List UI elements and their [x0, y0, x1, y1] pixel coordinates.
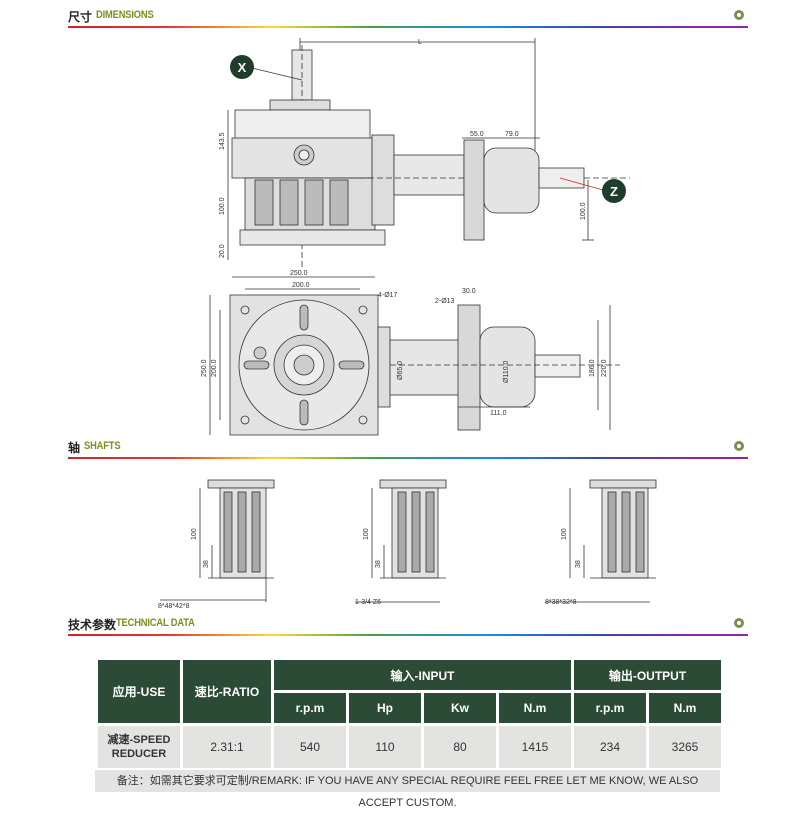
callout-z-label: Z	[610, 184, 618, 199]
dim-100-left: 100.0	[219, 197, 226, 215]
shaft-2-spline: 1-3/4 Z6	[355, 599, 381, 606]
dim-30: 30.0	[462, 288, 476, 295]
dim-55: 55.0	[470, 131, 484, 138]
sub-rpm-in: r.p.m	[274, 693, 346, 723]
section-header-dimensions: 尺寸 DIMENSIONS	[68, 6, 748, 28]
cell-kw: 80	[424, 726, 496, 768]
dim-20: 20.0	[219, 244, 226, 258]
dim-250-side: 250.0	[201, 359, 208, 377]
section-title-cn: 技术参数	[68, 618, 117, 632]
dim-65: Ø65.0	[397, 361, 404, 380]
sub-nm-in: N.m	[499, 693, 571, 723]
section-title-en: SHAFTS	[84, 440, 121, 452]
callout-z-badge	[602, 179, 626, 203]
shaft-drawings: 100 38 8*48*42*8 100 38 1-3/4 Z6 100 38 …	[158, 479, 657, 610]
header-ratio: 速比-RATIO	[183, 660, 271, 723]
gearbox-elevation-drawing: L 55.0 79.0 143.5 100.0 20.0 100.0 X Z	[219, 38, 630, 270]
shaft-3-spline: 8*38*32*8	[545, 599, 577, 606]
header-output: 输出-OUTPUT	[574, 660, 721, 690]
dim-186: 186.0	[589, 359, 596, 377]
section-header-technical-data: 技术参数 TECHNICAL DATA	[68, 614, 748, 636]
dim-79: 79.0	[505, 131, 519, 138]
shaft-1-sub: 38	[203, 560, 210, 568]
table-row: 减速-SPEED REDUCER 2.31:1 540 110 80 1415 …	[98, 726, 721, 768]
shaft-3-length: 100	[561, 528, 568, 540]
callout-x-label: X	[238, 60, 247, 75]
shaft-2-length: 100	[363, 528, 370, 540]
bullet-icon	[734, 618, 744, 628]
dim-220: 220.0	[601, 359, 608, 377]
sub-rpm-out: r.p.m	[574, 693, 646, 723]
dim-100-right: 100.0	[580, 202, 587, 220]
cell-use: 减速-SPEED REDUCER	[98, 726, 180, 768]
dim-hole: 4-Ø17	[378, 292, 398, 299]
shaft-2-sub: 38	[375, 560, 382, 568]
dim-110: Ø110.0	[503, 360, 510, 383]
cell-hp: 110	[349, 726, 421, 768]
sub-hp: Hp	[349, 693, 421, 723]
sub-nm-out: N.m	[649, 693, 721, 723]
rainbow-divider	[68, 26, 748, 28]
rainbow-divider	[68, 457, 748, 459]
header-use: 应用-USE	[98, 660, 180, 723]
bullet-icon	[734, 441, 744, 451]
dim-L: L	[418, 39, 422, 46]
section-title-en: DIMENSIONS	[96, 9, 154, 21]
cell-nm-in: 1415	[499, 726, 571, 768]
section-title-cn: 尺寸	[68, 10, 93, 24]
bullet-icon	[734, 10, 744, 20]
dim-143: 143.5	[219, 132, 226, 150]
cell-rpm-in: 540	[274, 726, 346, 768]
section-title-en: TECHNICAL DATA	[116, 617, 195, 629]
remark-note: 备注：如需其它要求可定制/REMARK: IF YOU HAVE ANY SPE…	[95, 770, 720, 809]
section-header-shafts: 轴 SHAFTS	[68, 437, 748, 459]
shaft-1-spline: 8*48*42*8	[158, 603, 190, 610]
gearbox-plan-drawing: 250.0 200.0 4-Ø17 2-Ø13 30.0 250.0 200.0…	[201, 270, 620, 436]
section-title-cn: 轴	[68, 441, 81, 455]
sub-kw: Kw	[424, 693, 496, 723]
dim-hole2: 2-Ø13	[435, 298, 455, 305]
dim-111: 111.0	[490, 410, 507, 417]
dim-200-side: 200.0	[211, 359, 218, 377]
shaft-3-sub: 38	[575, 560, 582, 568]
dim-200-top: 200.0	[292, 282, 310, 289]
cell-ratio: 2.31:1	[183, 726, 271, 768]
dim-250-top: 250.0	[290, 270, 308, 277]
rainbow-divider	[68, 634, 748, 636]
cell-rpm-out: 234	[574, 726, 646, 768]
shaft-1-length: 100	[191, 528, 198, 540]
callout-x-badge	[230, 55, 254, 79]
technical-data-table: 应用-USE 速比-RATIO 输入-INPUT 输出-OUTPUT r.p.m…	[95, 657, 724, 771]
cell-nm-out: 3265	[649, 726, 721, 768]
header-input: 输入-INPUT	[274, 660, 571, 690]
